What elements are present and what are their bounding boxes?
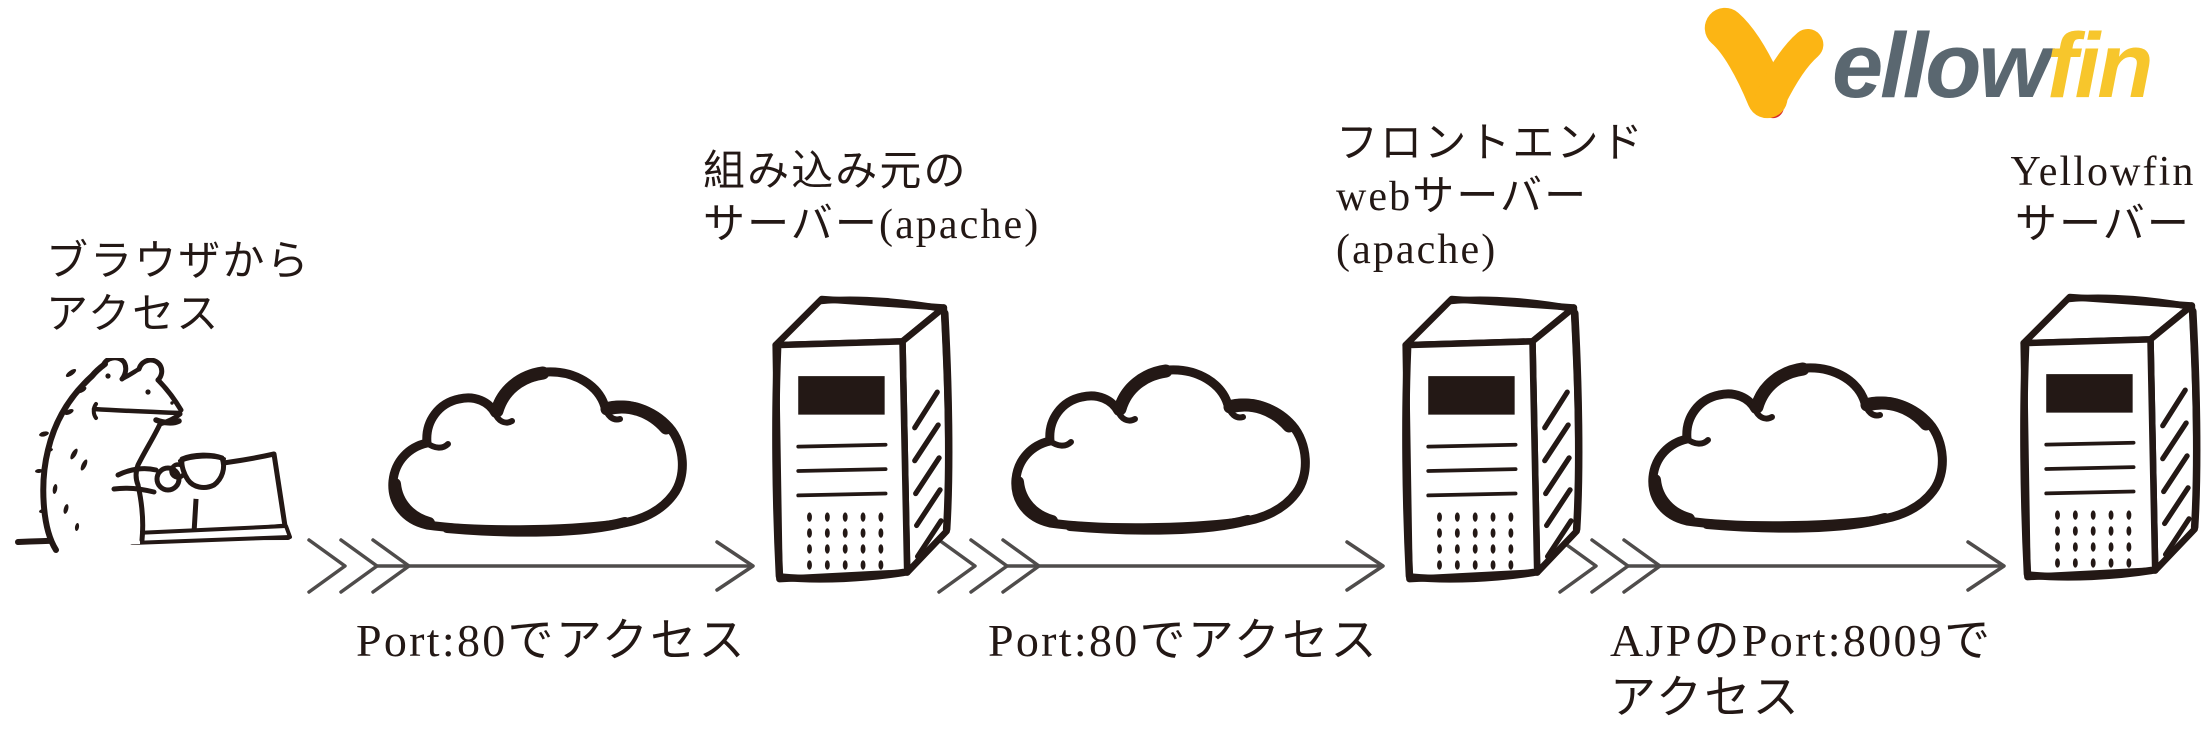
yellowfin-server-node-label: Yellowfin サーバー [2003, 146, 2203, 252]
connection-label-ajp-8009: AJPのPort:8009で アクセス [1610, 612, 1992, 726]
network-cloud-icon [1645, 358, 1960, 543]
logo-wordmark: ellowfin [1832, 20, 2153, 112]
flow-arrow-icon [937, 538, 1385, 594]
label-line: 組み込み元の [703, 149, 968, 195]
frontend-server-node-label: フロントエンド webサーバー (apache) [1336, 118, 1645, 277]
connection-label-port80-1: Port:80でアクセス [356, 612, 747, 669]
frog-at-laptop-illustration [15, 358, 292, 553]
server-tower-icon [1385, 285, 1587, 595]
label-line: サーバー [2015, 202, 2191, 248]
label-line: AJPのPort:8009で [1610, 615, 1993, 666]
connection-label-port80-2: Port:80でアクセス [988, 612, 1379, 669]
label-line: Port:80でアクセス [356, 615, 747, 666]
label-line: サーバー(apache) [703, 202, 1041, 248]
label-line: Port:80でアクセス [988, 615, 1379, 666]
embed-server-node-label: 組み込み元の サーバー(apache) [703, 146, 1040, 252]
label-line: webサーバー [1336, 174, 1589, 220]
network-cloud-icon [385, 362, 700, 547]
server-tower-icon [2003, 283, 2205, 593]
label-line: ブラウザから [46, 239, 311, 285]
label-line: アクセス [46, 292, 221, 338]
label-line: アクセス [1610, 672, 1801, 723]
network-cloud-icon [1008, 360, 1323, 545]
flow-arrow-icon [307, 538, 755, 594]
yellowfin-y-mark-icon [1704, 7, 1824, 119]
browser-node-label: ブラウザから アクセス [46, 236, 311, 342]
label-line: (apache) [1336, 227, 1498, 273]
logo-wordmark-yellow: fin [2047, 15, 2153, 117]
label-line: Yellowfin [2010, 149, 2196, 195]
label-line: フロントエンド [1336, 121, 1645, 167]
yellowfin-logo: ellowfin [1700, 6, 2153, 120]
server-tower-icon [755, 285, 957, 595]
logo-wordmark-gray: ellow [1832, 15, 2050, 117]
flow-arrow-icon [1558, 538, 2006, 594]
